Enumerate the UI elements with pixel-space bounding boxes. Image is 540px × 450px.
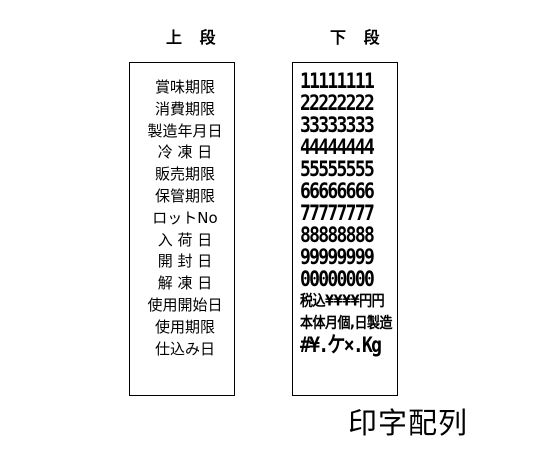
upper-row: 保管期限 <box>154 186 215 205</box>
upper-row: 開 封 日 <box>157 252 213 271</box>
lower-column-title: 下 段 <box>330 28 386 47</box>
upper-row: 使用開始日 <box>147 295 223 314</box>
upper-row: 賞味期限 <box>154 78 215 96</box>
lower-row: 00000000 <box>300 266 375 292</box>
lower-row: 33333333 <box>300 112 375 138</box>
lower-row: #¥.ケ×.Kg <box>300 332 382 358</box>
upper-column-title: 上 段 <box>166 28 222 47</box>
lower-row: 税込¥¥¥¥円円 <box>300 292 385 311</box>
lower-row: 本体月個,日製造 <box>300 314 392 333</box>
lower-row: 22222222 <box>300 90 375 116</box>
upper-row: 入 荷 日 <box>157 230 213 249</box>
upper-row: 仕込み日 <box>154 339 215 358</box>
lower-row: 66666666 <box>300 178 375 204</box>
lower-row: 44444444 <box>300 134 375 160</box>
lower-row: 11111111 <box>300 68 375 94</box>
caption: 印字配列 <box>348 406 469 440</box>
upper-row: 製造年月日 <box>147 121 223 140</box>
upper-stamp-panel: 賞味期限 消費期限 製造年月日 冷 凍 日 販売期限 保管期限 ロットNo 入 … <box>129 62 235 396</box>
upper-row: 解 凍 日 <box>157 274 213 293</box>
lower-row: 55555555 <box>300 156 375 182</box>
upper-row: 冷 凍 日 <box>157 143 213 162</box>
lower-stamp-panel: 11111111 22222222 33333333 44444444 5555… <box>292 62 398 396</box>
lower-row: 99999999 <box>300 244 375 270</box>
upper-row-list: 賞味期限 消費期限 製造年月日 冷 凍 日 販売期限 保管期限 ロットNo 入 … <box>130 77 234 360</box>
upper-row: 消費期限 <box>154 99 215 118</box>
upper-row: 販売期限 <box>154 165 215 184</box>
lower-row-list: 11111111 22222222 33333333 44444444 5555… <box>300 68 392 358</box>
upper-row: ロットNo <box>152 208 218 227</box>
upper-row: 使用期限 <box>154 317 215 336</box>
lower-row: 88888888 <box>300 222 375 248</box>
lower-row: 77777777 <box>300 200 375 226</box>
